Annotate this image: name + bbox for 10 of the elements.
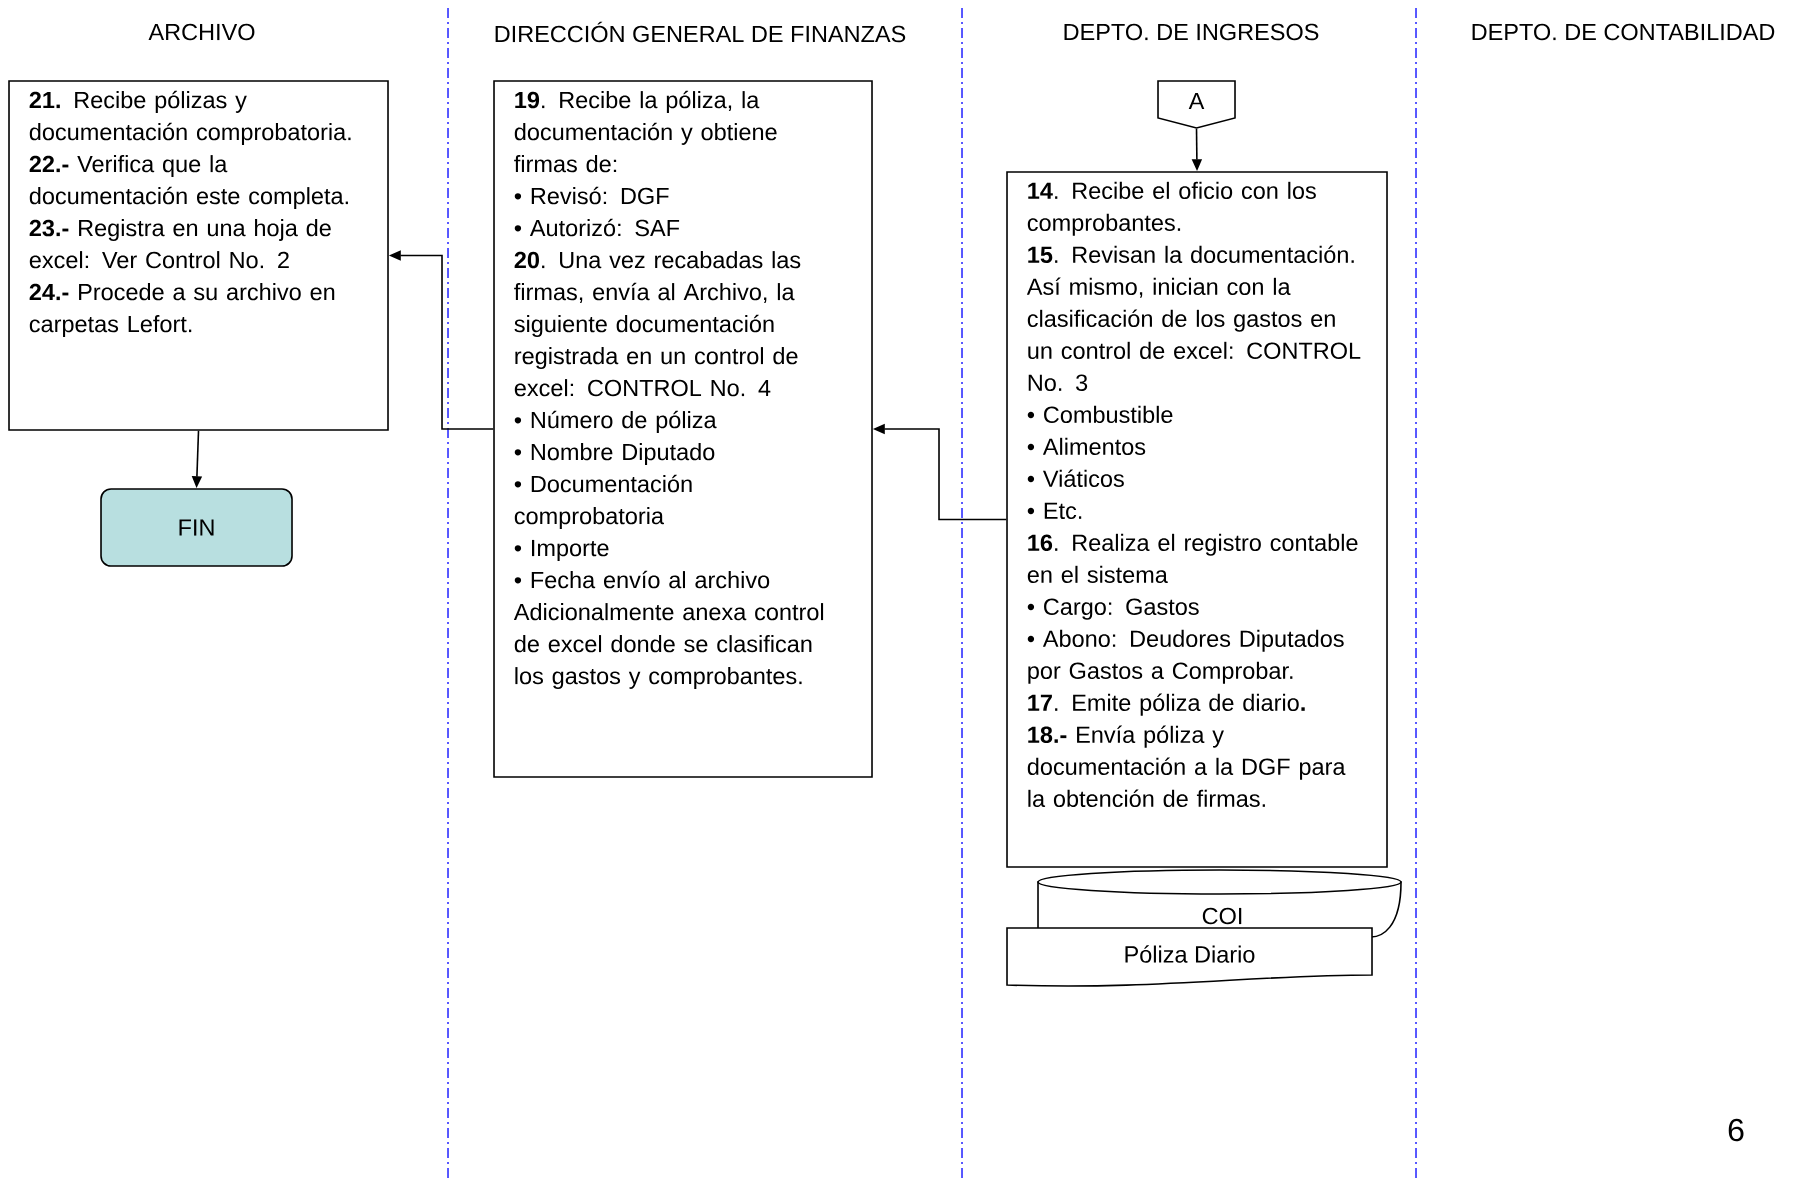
process-box: 19. Recibe la póliza, la documentación y obtiene firmas de: • Revisó: DGF • Autorizó: SAF 20. Una vez recabadas las firmas, envía al Archivo, la siguiente documentación registrada en un control de excel: CONTROL No. 4 • Número de póliza • Nombre Diputado • Documentación comprobatoria • Importe • Fecha envío al archivo Adicionalmente anexa control de excel donde se clasifican los gastos y comprobantes. xyxy=(493,80,873,778)
off-page-connector: A xyxy=(1157,80,1236,129)
lane-heading: DIRECCIÓN GENERAL DE FINANZAS xyxy=(495,21,906,43)
lane-heading: DEPTO. DE INGRESOS xyxy=(1064,23,1319,41)
terminator-box: FIN xyxy=(100,488,293,567)
page-number: 6 xyxy=(1728,1118,1744,1142)
lane-heading: ARCHIVO xyxy=(148,23,255,41)
process-box: 14. Recibe el oficio con los comprobantes. 15. Revisan la documentación. Así mismo, inician con la clasificación de los gastos en un control de excel: CONTROL No. 3 • Combustible • Alimentos • Viáticos • Etc. 16. Realiza el registro contable en el sistema • Cargo: Gastos • Abono: Deudores Diputados por Gastos a Comprobar. 17. Emite póliza de diario. 18.- Envía póliza y documentación a la DGF para la obtención de firmas. xyxy=(1006,171,1388,868)
process-box: 21. Recibe pólizas y documentación comprobatoria. 22.- Verifica que la documentación este completa. 23.- Registra en una hoja de excel: Ver Control No. 2 24.- Procede a su archivo en carpetas Lefort. xyxy=(8,80,389,431)
lane-heading: DEPTO. DE CONTABILIDAD xyxy=(1472,23,1775,41)
